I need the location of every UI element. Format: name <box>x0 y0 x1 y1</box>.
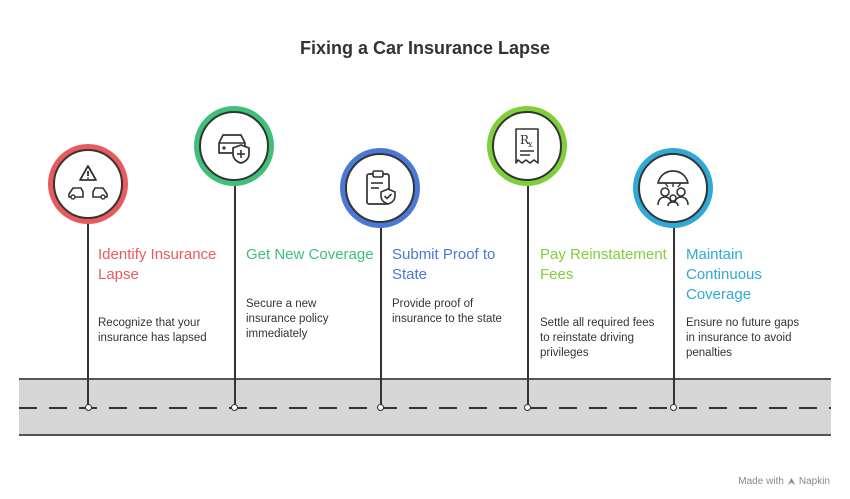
step-5-stem <box>673 222 675 408</box>
step-2-badge <box>194 106 274 186</box>
step-2-title: Get New Coverage <box>246 246 374 263</box>
step-5-badge <box>633 148 713 228</box>
svg-text:x: x <box>528 140 533 149</box>
step-2-description: Secure a new insurance policy immediatel… <box>246 298 329 340</box>
diagram-title: Fixing a Car Insurance Lapse <box>299 38 551 58</box>
step-2-icon-frame <box>199 111 269 181</box>
step-3-title: Submit Proof to State <box>392 246 496 283</box>
step-1-stem <box>87 214 89 408</box>
prescription-receipt-icon: R x <box>515 128 539 164</box>
napkin-brand-label: Napkin <box>798 476 830 487</box>
step-4-description: Settle all required fees to reinstate dr… <box>540 317 655 359</box>
car-shield-icon <box>218 134 250 164</box>
step-1-title: Identify Insurance Lapse <box>98 246 217 283</box>
made-with-label: Made with <box>738 476 784 487</box>
step-5-road-dot <box>670 404 677 411</box>
road <box>19 378 831 436</box>
step-3-description: Provide proof of insurance to the state <box>392 298 502 325</box>
napkin-logo-icon <box>787 477 795 486</box>
step-4-badge: R x <box>487 106 567 186</box>
road-center-dashes <box>19 407 831 409</box>
step-5-icon-frame <box>638 153 708 223</box>
step-2-road-dot <box>231 404 238 411</box>
step-3-badge <box>340 148 420 228</box>
step-3-stem <box>380 222 382 408</box>
step-1-badge <box>48 144 128 224</box>
step-5-description: Ensure no future gaps in insurance to av… <box>686 317 800 359</box>
step-4-icon-frame: R x <box>492 111 562 181</box>
step-1-icon-frame <box>53 149 123 219</box>
step-1-description: Recognize that your insurance has lapsed <box>98 317 207 344</box>
step-4-road-dot <box>524 404 531 411</box>
step-3-icon-frame <box>345 153 415 223</box>
step-2-stem <box>234 184 236 408</box>
made-with-napkin-credit: Made with Napkin <box>738 476 830 487</box>
step-3-road-dot <box>377 404 384 411</box>
clipboard-shield-icon <box>366 170 396 205</box>
step-4-stem <box>527 184 529 408</box>
family-umbrella-icon <box>657 170 689 207</box>
step-4-title: Pay Reinstatement Fees <box>540 246 667 283</box>
step-1-road-dot <box>85 404 92 411</box>
step-5-title: Maintain Continuous Coverage <box>686 246 762 303</box>
svg-text:R: R <box>520 133 530 147</box>
car-warning-icon <box>68 165 108 200</box>
